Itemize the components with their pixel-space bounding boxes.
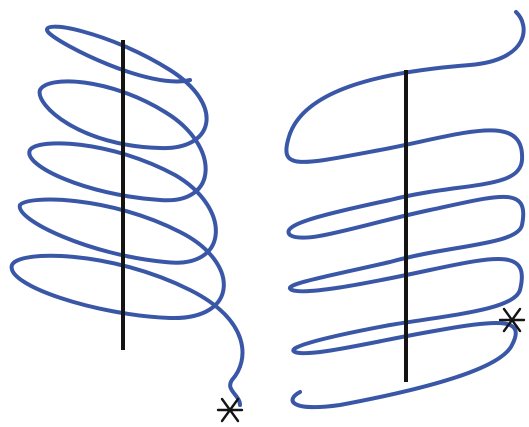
right-helix [284,10,526,410]
left-helix-end-marker [216,397,244,423]
left-helix-coil [9,24,245,407]
left-helix [9,24,245,423]
right-helix-end-marker [498,307,526,333]
